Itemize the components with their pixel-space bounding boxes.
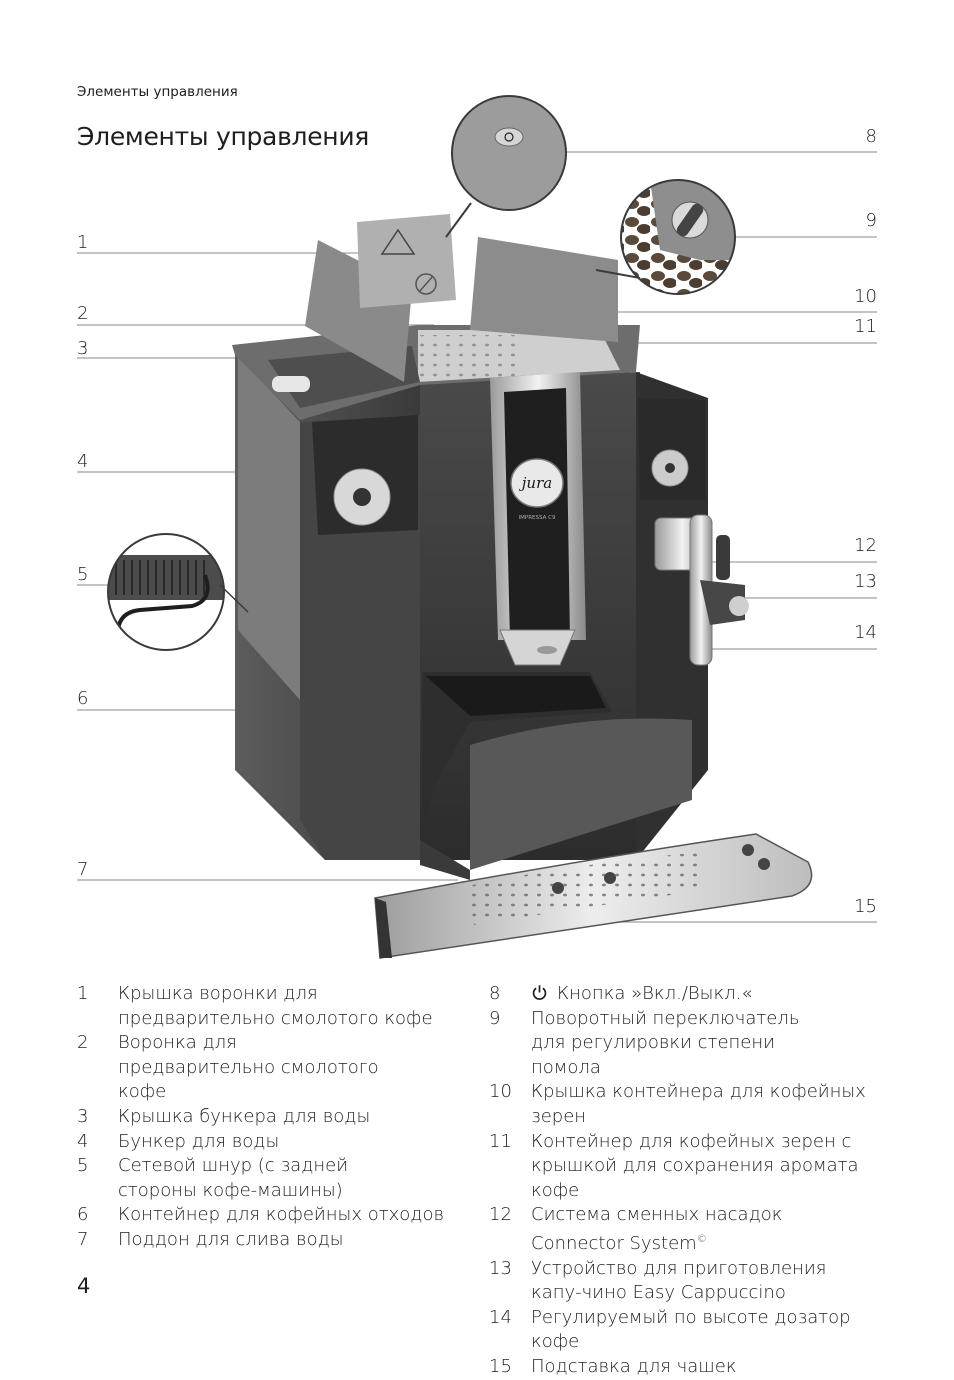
legend-item: 10 Крышка контейнера для кофейных зерен <box>489 1080 889 1129</box>
machine-model-label: IMPRESSA C9 <box>519 515 556 521</box>
legend-right-column: 8 Кнопка »Вкл./Выкл.« 9 Поворотный перек… <box>489 982 889 1380</box>
callout-1: 1 <box>77 232 89 253</box>
legend-item: 1 Крышка воронки для предварительно смол… <box>77 982 467 1031</box>
callout-2: 2 <box>77 303 89 324</box>
legend-item-text: Крышка контейнера для кофейных зерен <box>531 1081 866 1127</box>
callout-15: 15 <box>854 896 877 917</box>
machine-logo: jura <box>519 474 552 492</box>
callout-8: 8 <box>865 126 877 147</box>
legend-item-text: Кнопка »Вкл./Выкл.« <box>557 983 753 1004</box>
legend-item-number: 13 <box>489 1257 512 1279</box>
legend-item: 2 Воронка для предварительно смолотого к… <box>77 1031 467 1105</box>
callout-14: 14 <box>854 622 877 643</box>
legend-item-number: 7 <box>77 1228 89 1250</box>
zoom-power-cord <box>107 533 249 651</box>
legend-item: 8 Кнопка »Вкл./Выкл.« <box>489 982 889 1007</box>
page-title: Элементы управления <box>77 122 370 151</box>
legend-item-number: 3 <box>77 1105 89 1127</box>
legend-item-number: 10 <box>489 1081 512 1103</box>
legend-item: 13 Устройство для приготовления капу-чин… <box>489 1257 889 1306</box>
legend-item-text: Подставка для чашек <box>531 1355 737 1377</box>
legend-item-number: 12 <box>489 1204 512 1226</box>
legend-item-text: Поворотный переключатель для регулировки… <box>531 1007 800 1078</box>
legend-item: 3 Крышка бункера для воды <box>77 1105 467 1130</box>
legend-item-text: Регулируемый по высоте дозатор кофе <box>531 1306 851 1353</box>
legend-item: 9 Поворотный переключатель для регулиров… <box>489 1007 889 1081</box>
legend-item-number: 8 <box>489 983 501 1004</box>
power-icon <box>532 985 547 1000</box>
legend-item: 12 Система сменных насадок Connector Sys… <box>489 1203 889 1256</box>
callout-6: 6 <box>77 688 89 709</box>
legend-item-text: Бункер для воды <box>118 1130 280 1152</box>
legend-item-number: 5 <box>77 1155 89 1177</box>
legend-item-text: Крышка бункера для воды <box>118 1105 371 1127</box>
legend-item: 7 Поддон для слива воды <box>77 1228 467 1253</box>
legend-item-text: Крышка воронки для предварительно смолот… <box>118 983 433 1029</box>
callout-5: 5 <box>77 564 89 585</box>
legend-item-number: 6 <box>77 1204 89 1226</box>
legend-left-column: 1 Крышка воронки для предварительно смол… <box>77 982 467 1253</box>
callout-9: 9 <box>865 210 877 231</box>
legend-item: 4 Бункер для воды <box>77 1130 467 1155</box>
legend-item-number: 4 <box>77 1130 89 1152</box>
zoom-grinder-dial <box>595 179 736 295</box>
legend-item: 14 Регулируемый по высоте дозатор кофе <box>489 1306 889 1355</box>
zoom-power-button <box>445 95 567 238</box>
callout-10: 10 <box>854 286 877 307</box>
legend-item-text: Система сменных насадок Connector System <box>531 1204 783 1254</box>
coffee-machine-figure: jura IMPRESSA C9 <box>0 90 954 970</box>
legend-item-text: Контейнер для кофейных зерен с крышкой д… <box>531 1130 859 1201</box>
callout-4: 4 <box>77 451 89 472</box>
legend-item-number: 15 <box>489 1355 512 1377</box>
legend-item-number: 14 <box>489 1306 512 1328</box>
callout-13: 13 <box>854 571 877 592</box>
legend-item: 15 Подставка для чашек <box>489 1355 889 1380</box>
legend-item-text: Поддон для слива воды <box>118 1228 344 1250</box>
callout-3: 3 <box>77 338 89 359</box>
copyright-mark: © <box>696 1233 707 1245</box>
legend-item: 6 Контейнер для кофейных отходов <box>77 1203 467 1228</box>
legend-item: 5 Сетевой шнур (с задней стороны кофе-ма… <box>77 1154 467 1203</box>
callout-11: 11 <box>854 316 877 337</box>
legend-item-number: 1 <box>77 983 89 1004</box>
running-head: Элементы управления <box>77 84 238 100</box>
callout-7: 7 <box>77 859 89 880</box>
legend-item: 11 Контейнер для кофейных зерен с крышко… <box>489 1130 889 1204</box>
legend-item-text: Устройство для приготовления капу-чино E… <box>531 1257 827 1304</box>
legend-item-number: 2 <box>77 1032 89 1054</box>
callout-12: 12 <box>854 535 877 556</box>
legend-item-text: Контейнер для кофейных отходов <box>118 1204 445 1226</box>
legend-item-text: Воронка для предварительно смолотого коф… <box>118 1032 379 1103</box>
legend-item-text: Сетевой шнур (с задней стороны кофе-маши… <box>118 1155 349 1201</box>
page-number: 4 <box>77 1274 91 1298</box>
coffee-machine-illustration: jura IMPRESSA C9 <box>77 95 877 959</box>
legend-item-number: 11 <box>489 1130 512 1152</box>
legend-item-number: 9 <box>489 1007 501 1029</box>
